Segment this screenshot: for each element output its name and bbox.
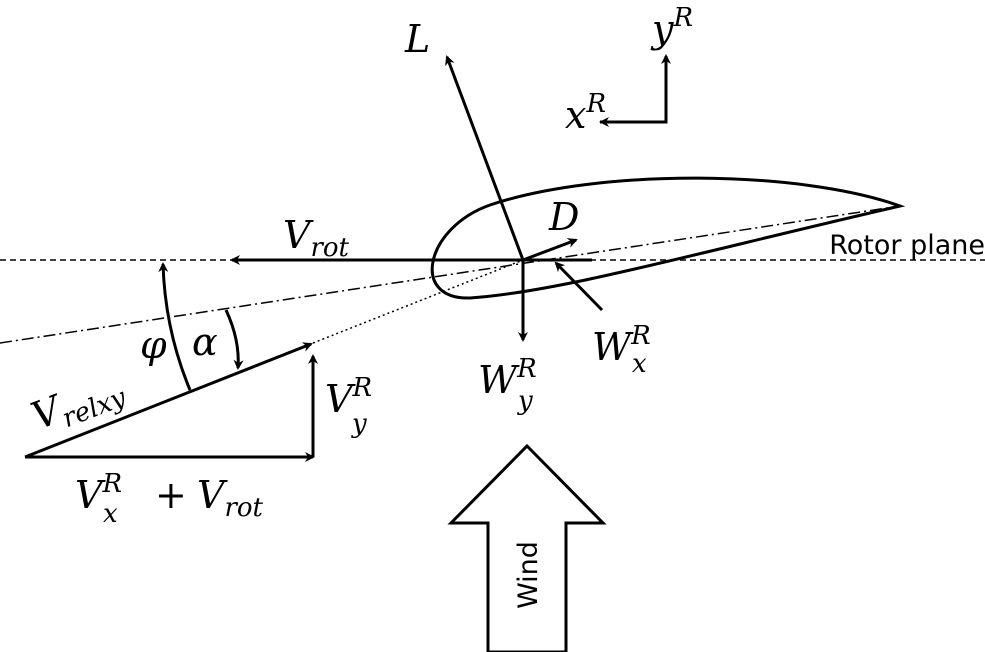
v-relxy-arrow — [24, 342, 313, 459]
lift-label: L — [404, 17, 430, 61]
chord-line — [0, 205, 901, 344]
drag-arrow — [522, 238, 578, 262]
w-x-arrow — [554, 261, 604, 312]
x-r-label: xR — [565, 89, 606, 137]
wind-arrow — [447, 443, 607, 652]
v-rot-label: Vrot — [283, 213, 350, 263]
axis-corner — [600, 57, 668, 124]
airfoil — [430, 176, 906, 300]
phi-label: φ — [140, 323, 167, 367]
v-relxy-label: Vrelxy — [25, 364, 130, 444]
y-r-label: yR — [650, 3, 693, 51]
alpha-label: α — [192, 320, 218, 364]
rotor-plane-label: Rotor plane — [829, 230, 985, 261]
drag-label: D — [548, 195, 579, 239]
phi-arc — [158, 262, 192, 391]
alpha-arc — [224, 309, 244, 370]
wind-label: Wind — [513, 541, 544, 609]
relative-velocity-extension — [312, 259, 524, 344]
lift-arrow — [445, 55, 525, 261]
